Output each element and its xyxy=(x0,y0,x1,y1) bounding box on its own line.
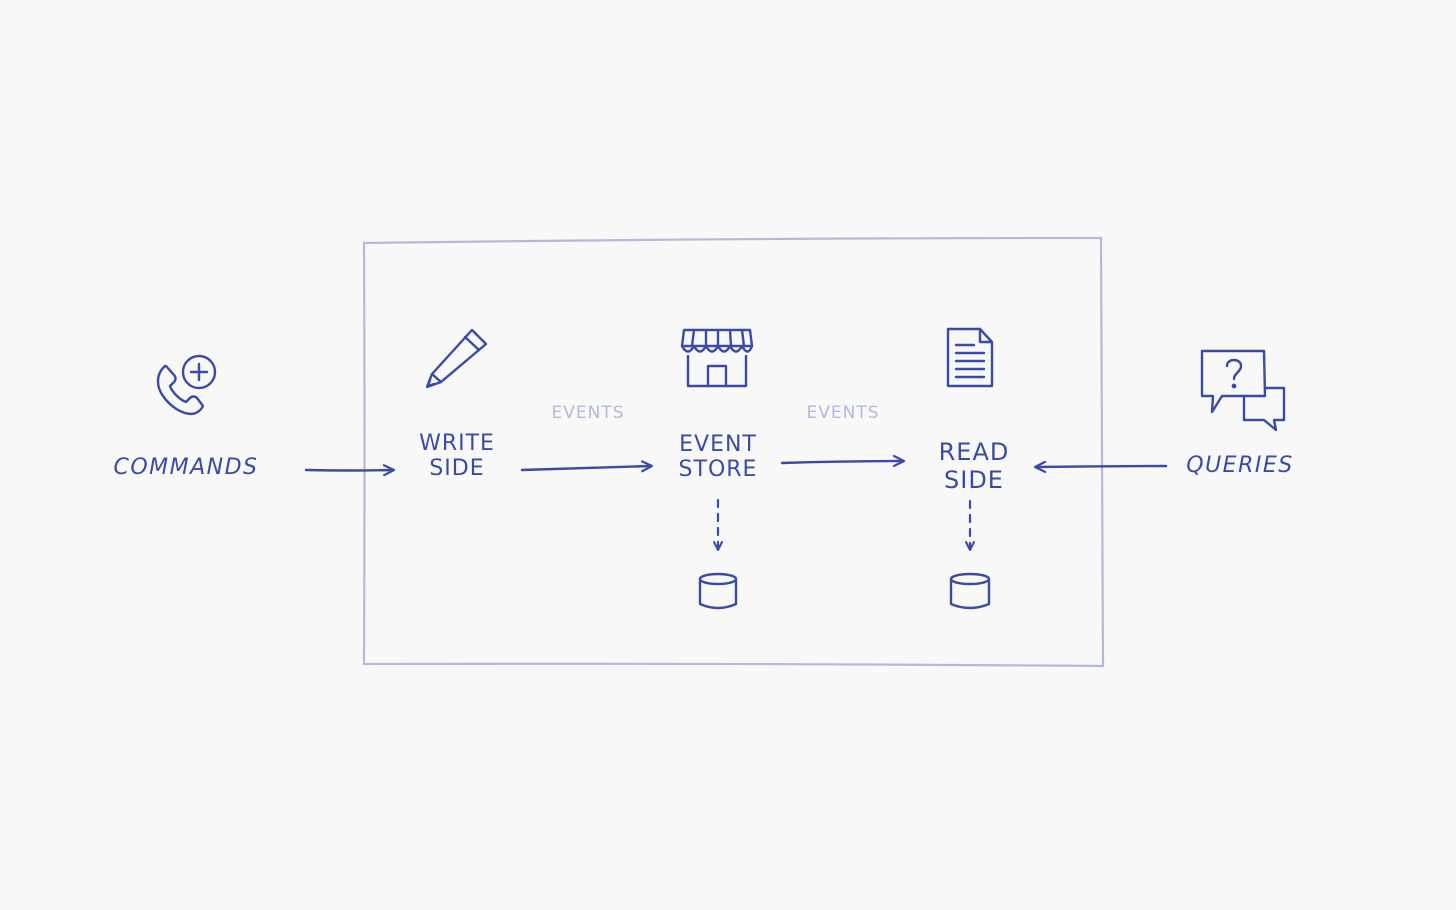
system-boundary xyxy=(362,236,1105,668)
phone-plus-icon xyxy=(156,354,217,416)
event-store-label: EVENT STORE xyxy=(678,432,758,483)
write-side-label: WRITE SIDE xyxy=(419,431,495,482)
arrow-queries-to-read xyxy=(1036,466,1168,467)
arrow-write-to-store xyxy=(520,466,651,470)
database-icon xyxy=(698,572,738,610)
events-label-1: EVENTS xyxy=(551,403,625,423)
store-icon xyxy=(680,328,754,388)
arrow-store-to-read xyxy=(780,461,903,463)
commands-label: COMMANDS xyxy=(113,455,259,480)
chat-question-icon xyxy=(1200,349,1286,432)
pencil-icon xyxy=(425,328,488,389)
arrow-commands-to-write xyxy=(304,470,393,471)
document-icon xyxy=(946,327,994,388)
read-side-label: READ SIDE xyxy=(938,438,1010,494)
database-icon xyxy=(949,572,991,610)
queries-label: QUERIES xyxy=(1186,453,1294,478)
events-label-2: EVENTS xyxy=(806,403,880,423)
